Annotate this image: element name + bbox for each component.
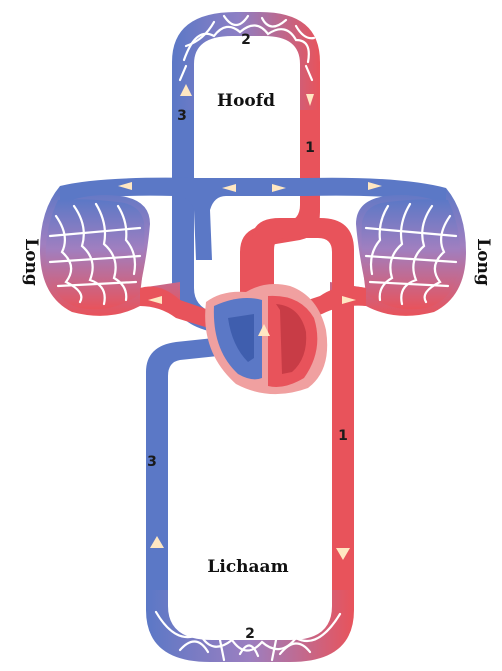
- lung-left-label: Long: [21, 238, 41, 286]
- heart: [205, 284, 327, 394]
- head-label: Hoofd: [217, 91, 275, 111]
- body-label: Lichaam: [207, 557, 288, 577]
- vein-from-head-number: 3: [177, 108, 187, 124]
- lung-right-label: Long: [473, 238, 493, 286]
- body-capillaries-number: 2: [245, 626, 255, 642]
- artery-to-body-number: 1: [338, 428, 348, 444]
- head-capillaries-number: 2: [241, 32, 251, 48]
- vein-from-body-number: 3: [147, 454, 157, 470]
- artery-to-body: [252, 218, 354, 600]
- artery-to-head-number: 1: [305, 140, 315, 156]
